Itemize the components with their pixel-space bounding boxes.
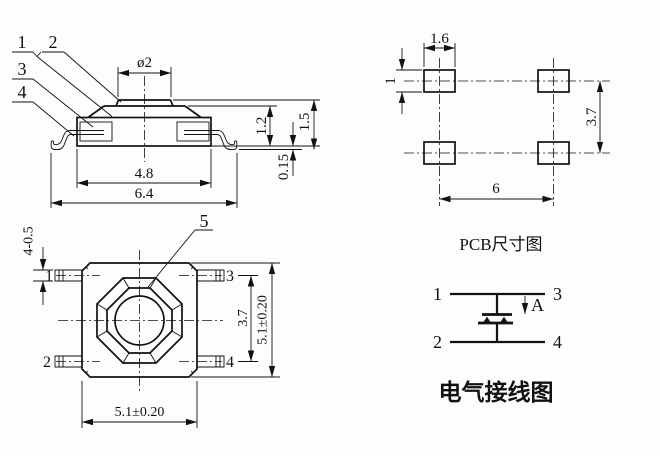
side-callout-3: 3 bbox=[18, 59, 27, 79]
top-pin-4-label: 4 bbox=[226, 354, 234, 371]
circuit-pin-2: 2 bbox=[433, 332, 442, 352]
dim-pin-pitch: 3.7 bbox=[236, 309, 251, 327]
lead-width-dimension: 4-0.5 bbox=[22, 226, 53, 305]
circuit-pin-3: 3 bbox=[553, 284, 562, 304]
dim-column-pitch: 6 bbox=[492, 181, 500, 197]
press-direction-label: A bbox=[531, 295, 544, 315]
pcb-view-caption: PCB尺寸图 bbox=[459, 235, 542, 254]
side-view-part bbox=[50, 76, 238, 162]
top-view-leads bbox=[54, 269, 225, 368]
dim-pad-width: 1.6 bbox=[430, 31, 449, 47]
contact-right bbox=[500, 316, 508, 322]
top-view-body bbox=[81, 262, 198, 378]
side-callout-4: 4 bbox=[18, 82, 27, 102]
dim-standoff: 0.15 bbox=[276, 154, 292, 180]
circuit-view: A 1 3 2 4 电气接线图 bbox=[433, 284, 562, 405]
dim-pad-height: 1 bbox=[383, 77, 399, 85]
top-pin-3-label: 3 bbox=[226, 268, 234, 285]
dim-cover-height: 1.2 bbox=[254, 117, 270, 136]
dim-body-width-top: 5.1±0.20 bbox=[115, 405, 165, 420]
top-pin-2-label: 2 bbox=[43, 354, 51, 371]
dim-total-height: 1.5 bbox=[297, 113, 313, 132]
pcb-view: 1.6 1 3.7 6 PCB尺寸图 bbox=[383, 31, 610, 254]
right-contact bbox=[176, 121, 210, 142]
press-direction-arrow: A bbox=[521, 295, 544, 315]
circuit-pin-4: 4 bbox=[553, 332, 562, 352]
switch-body bbox=[76, 116, 212, 147]
pcb-pads bbox=[423, 69, 570, 165]
circuit-view-caption: 电气接线图 bbox=[439, 379, 554, 405]
dim-total-width: 6.4 bbox=[135, 186, 154, 202]
contact-left bbox=[483, 316, 491, 322]
left-contact bbox=[79, 121, 113, 142]
side-callout-1: 1 bbox=[18, 32, 27, 52]
side-view-dimensions: ø2 4.8 6.4 1.2 1.5 0.15 bbox=[50, 55, 320, 208]
circuit-pin-1: 1 bbox=[433, 284, 442, 304]
dim-lead-width: 4-0.5 bbox=[22, 226, 37, 255]
top-callout-5: 5 bbox=[200, 211, 209, 231]
dim-row-pitch: 3.7 bbox=[584, 107, 600, 126]
circuit-switch-symbol bbox=[478, 294, 513, 342]
side-view: 1 2 3 4 bbox=[12, 32, 320, 208]
dim-button-diameter: ø2 bbox=[137, 55, 152, 71]
top-pin-1-label: 1 bbox=[45, 268, 53, 285]
side-callout-2: 2 bbox=[49, 32, 58, 52]
dim-body-width: 4.8 bbox=[135, 166, 154, 182]
dim-body-height: 5.1±0.20 bbox=[256, 295, 271, 345]
top-view: 1 2 3 4 5 4-0.5 3.7 5.1±0.20 5.1±0.20 bbox=[22, 211, 280, 428]
side-callout-leaders bbox=[32, 51, 122, 137]
